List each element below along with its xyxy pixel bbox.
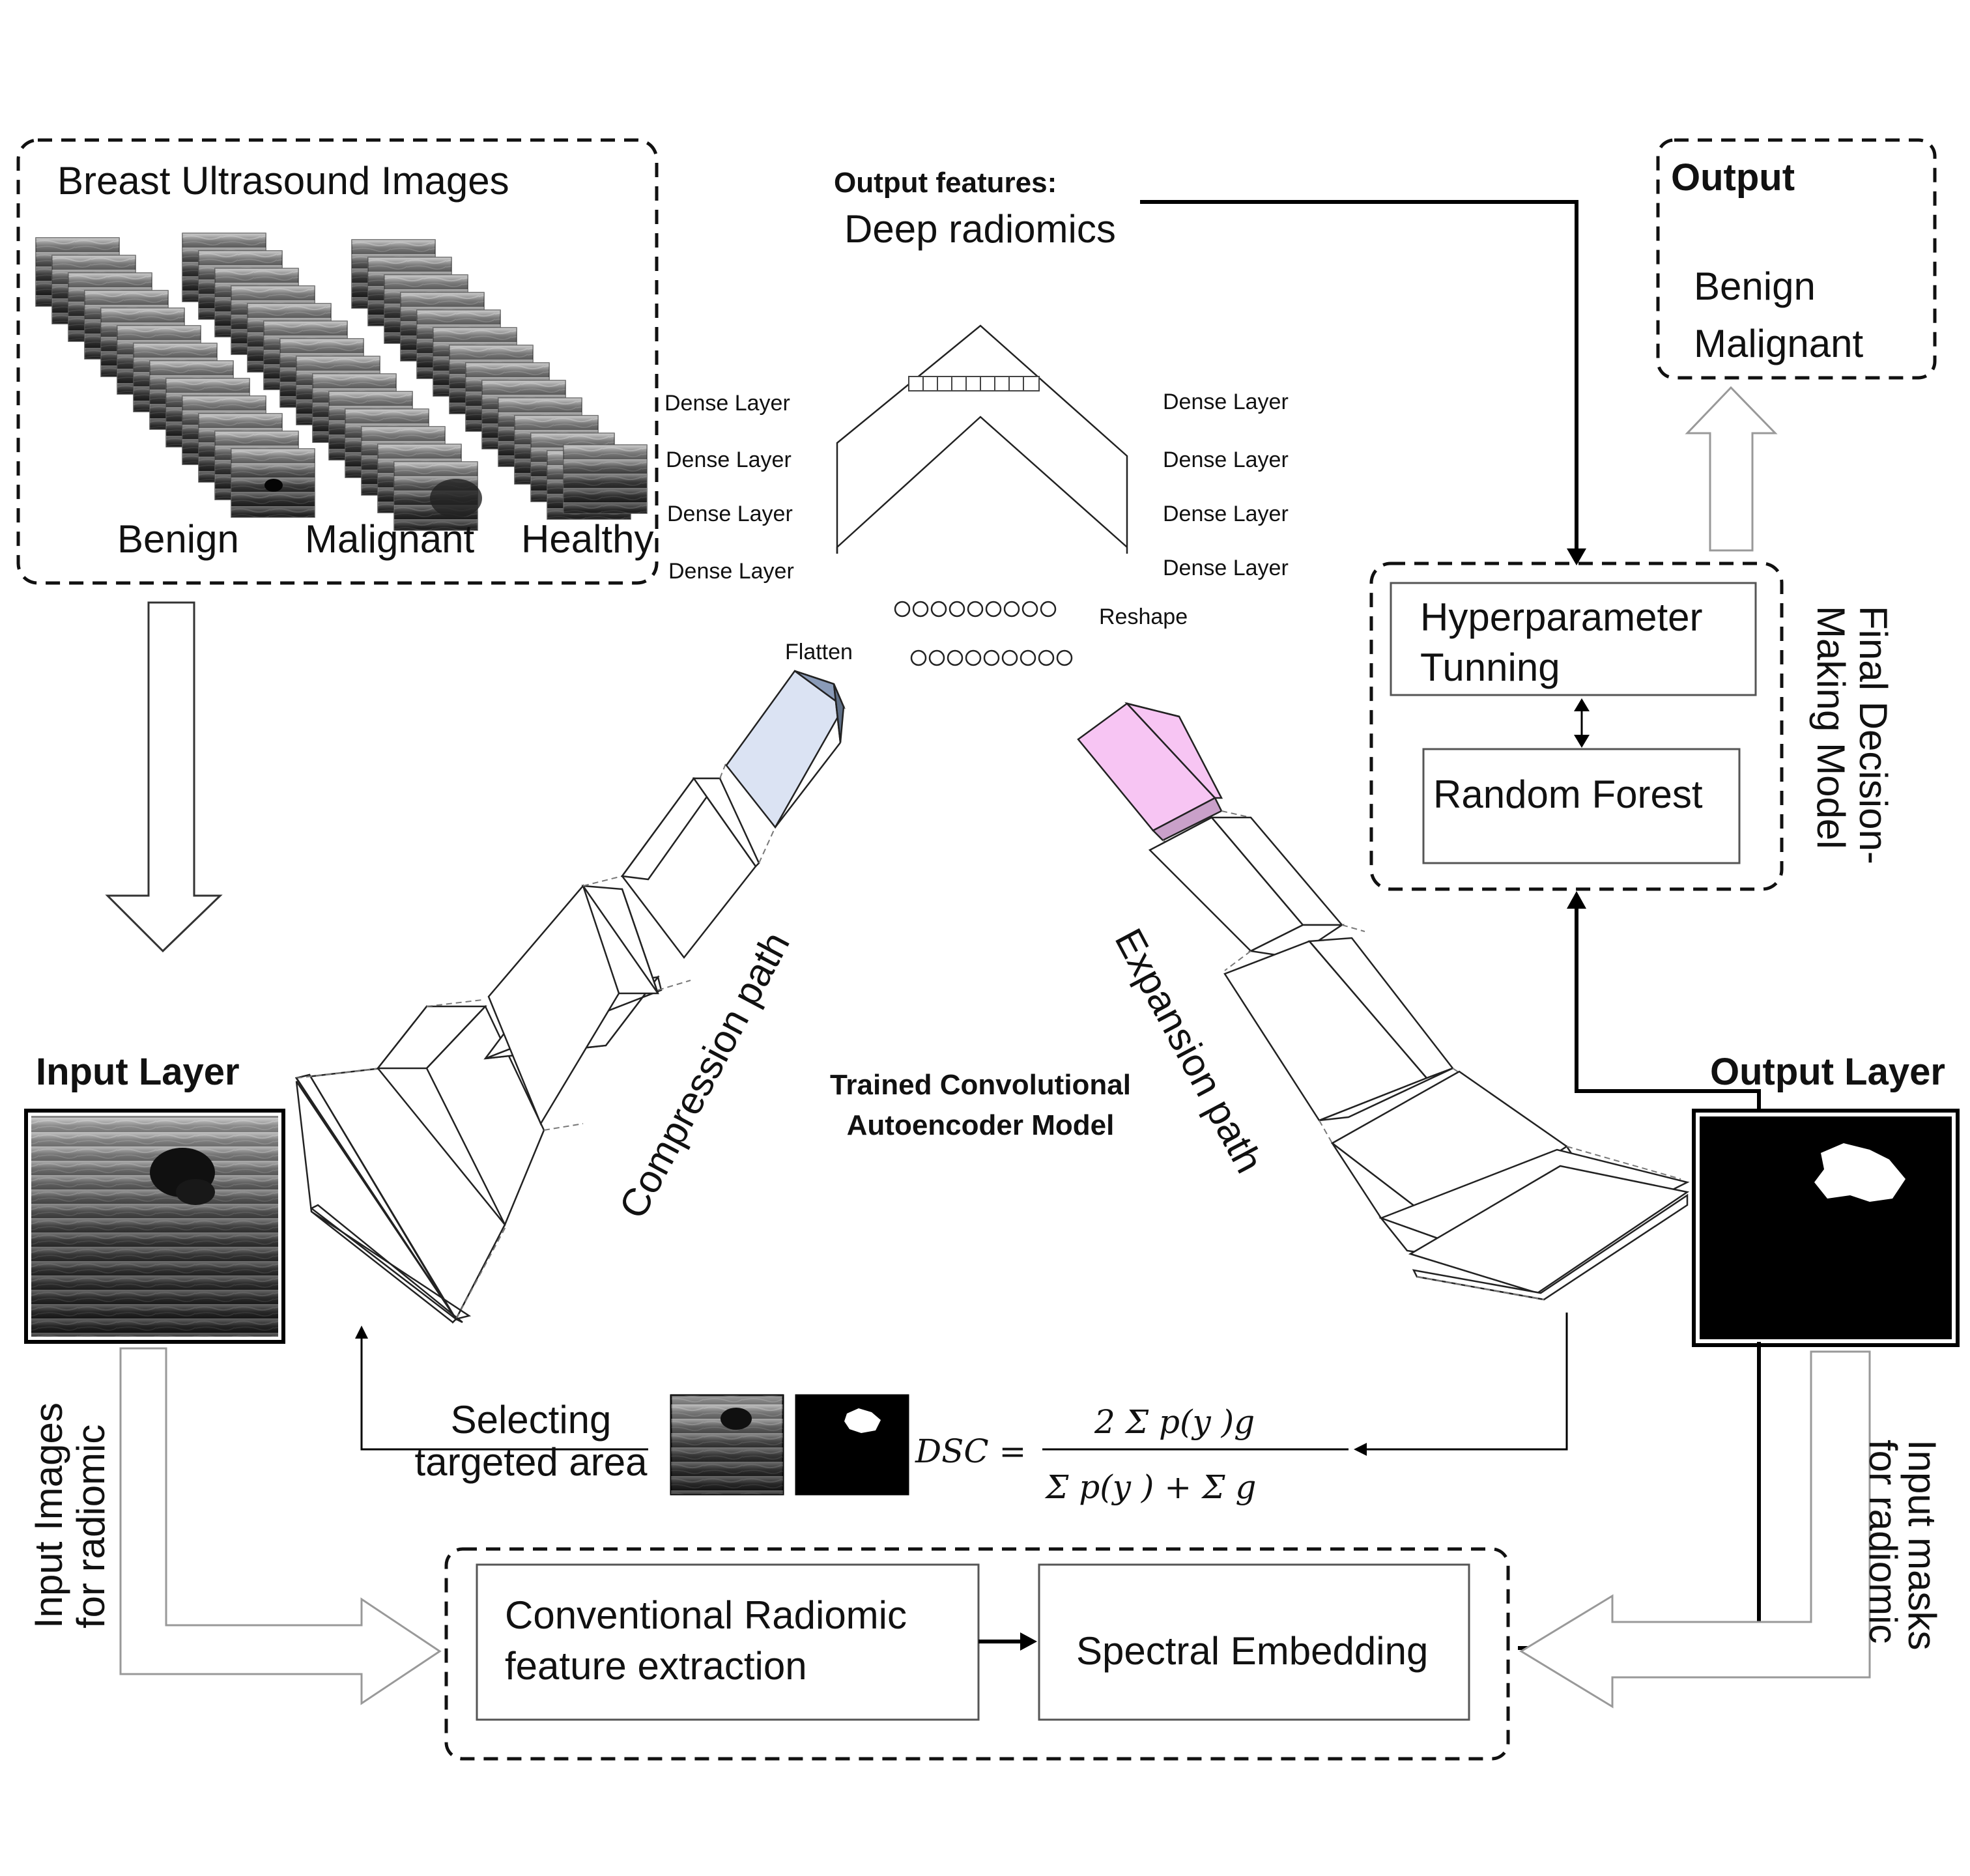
tuning-line2: Tunning (1420, 646, 1560, 689)
dataset-frame (16, 138, 659, 585)
output-class-benign: Benign (1694, 264, 1816, 308)
classifier-box (1422, 748, 1741, 864)
output-frame (1656, 138, 1937, 380)
expansion-path-label: Expansion path (1107, 922, 1272, 1180)
up-arrow-icon (1685, 386, 1778, 552)
model-title-line1: Trained Convolutional (830, 1069, 1131, 1101)
input-images-line1: Input Images (27, 1402, 70, 1628)
expansion-path (1077, 702, 1690, 1301)
dense-layer-right-3: Dense Layer (1163, 502, 1289, 526)
dataset-title: Breast Ultrasound Images (57, 159, 509, 203)
decision-model: Hyperparameter Tunning Random Forest Fin… (1369, 561, 1895, 891)
compression-path (294, 670, 846, 1324)
output-title: Output (1671, 156, 1795, 199)
sample-mask-icon (795, 1394, 909, 1496)
extraction-line1: Conventional Radiomic (505, 1593, 907, 1637)
ultrasound-image-stack-icon (35, 233, 648, 531)
selection-line2: targeted area (415, 1440, 648, 1484)
extraction-box (476, 1563, 980, 1721)
output-class-malignant: Malignant (1694, 322, 1863, 365)
dense-layer-left-4: Dense Layer (668, 559, 794, 584)
decision-label-line1: Final Decision- (1851, 606, 1895, 864)
input-masks-arrow-icon (1519, 1350, 1871, 1709)
dense-layer-left-3: Dense Layer (667, 502, 793, 526)
dense-layer-right-4: Dense Layer (1163, 556, 1289, 580)
ultrasound-image-icon (24, 1109, 285, 1344)
input-images-line2: for radiomic (69, 1425, 113, 1628)
input-layer-title: Input Layer (36, 1051, 240, 1093)
selection-connector-right (1362, 1313, 1568, 1451)
embedding-label: Spectral Embedding (1076, 1629, 1428, 1673)
dsc-numerator: 2 Σ p(y )g (1094, 1403, 1255, 1441)
features-connector (1140, 200, 1578, 554)
dense-bottleneck: Dense Layer Dense Layer Dense Layer Dens… (664, 167, 1289, 666)
input-images-arrow-icon (119, 1347, 442, 1705)
class-label-malignant: Malignant (305, 517, 474, 561)
input-layer: Input Layer (24, 1051, 285, 1344)
neuron-row-top (894, 601, 1057, 618)
dense-layer-left-2: Dense Layer (666, 448, 792, 472)
dsc-formula: DSC = 2 Σ p(y )g Σ p(y ) + Σ g (915, 1403, 1349, 1506)
reshape-label: Reshape (1099, 604, 1188, 629)
dense-layer-right-1: Dense Layer (1163, 390, 1289, 414)
decision-label-line2: Making Model (1809, 606, 1853, 849)
output-features-subtitle: Deep radiomics (844, 207, 1116, 251)
down-arrow-icon (105, 601, 223, 953)
class-label-benign: Benign (117, 517, 239, 561)
tuning-box (1390, 582, 1757, 696)
dsc-lhs: DSC = (915, 1432, 1026, 1470)
model-title-line2: Autoencoder Model (847, 1109, 1115, 1141)
tuning-line1: Hyperparameter (1420, 595, 1703, 639)
output-features-title: Output features: (834, 167, 1057, 199)
selection-connector-left (360, 1335, 648, 1451)
embedding-box (1038, 1563, 1470, 1721)
input-masks-line2: for radiomic (1861, 1440, 1905, 1643)
input-masks-line1: Input masks (1900, 1440, 1944, 1650)
radiomics-frame (444, 1547, 1510, 1761)
mask-to-model-connector (1575, 902, 1761, 1111)
output-layer-title: Output Layer (1710, 1051, 1945, 1093)
neuron-row-bottom (910, 649, 1073, 666)
dsc-denominator: Σ p(y ) + Σ g (1044, 1468, 1256, 1506)
flatten-label: Flatten (785, 640, 853, 664)
dense-layer-left-1: Dense Layer (664, 391, 790, 416)
extraction-to-embedding-arrow-icon (1020, 1632, 1037, 1651)
output-layer: Output Layer (1692, 1051, 1960, 1347)
classifier-label: Random Forest (1433, 773, 1703, 816)
segmentation-mask-icon (1692, 1109, 1960, 1347)
sample-ultrasound-icon (670, 1394, 784, 1496)
class-label-healthy: Healthy (521, 517, 653, 561)
radiomics-panel: Conventional Radiomic feature extraction… (444, 1547, 1510, 1761)
selection-line1: Selecting (451, 1398, 612, 1442)
mask-to-embedding-connector (1518, 1342, 1761, 1650)
decision-frame (1369, 561, 1784, 891)
extraction-line2: feature extraction (505, 1644, 807, 1688)
dense-layer-right-2: Dense Layer (1163, 448, 1289, 472)
output-panel: Output Benign Malignant (1656, 138, 1937, 380)
dataset-panel: Breast Ultrasound Images Benign Malignan (16, 138, 659, 585)
